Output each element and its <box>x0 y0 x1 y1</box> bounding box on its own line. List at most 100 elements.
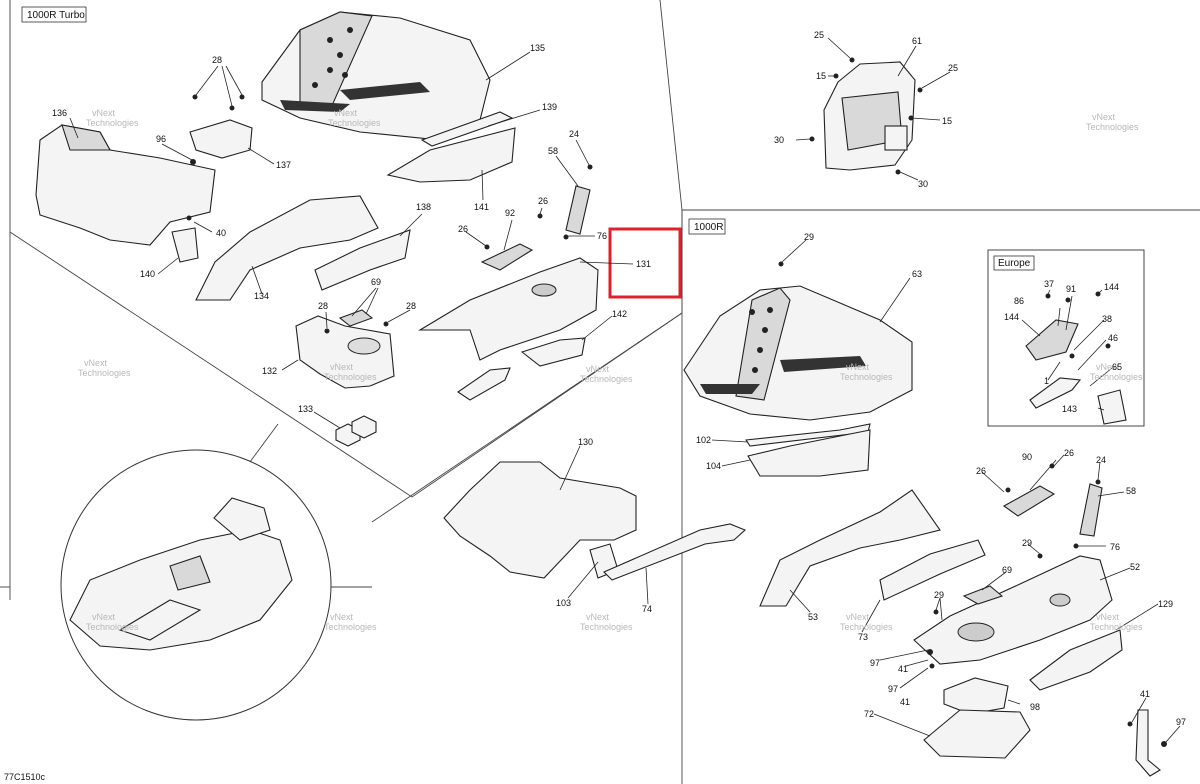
part-132-seat-base[interactable] <box>295 315 395 389</box>
callouts[interactable]: 135 28 139 136 96 137 24 58 141 40 138 2… <box>52 30 1186 727</box>
callout-143: 143 <box>1062 404 1077 414</box>
part-72-tray[interactable] <box>923 709 1031 759</box>
callout-104: 104 <box>706 461 721 471</box>
callout-26c: 26 <box>976 466 986 476</box>
callout-26d: 26 <box>1064 448 1074 458</box>
callout-65: 65 <box>1112 362 1122 372</box>
part-63-floor-tub[interactable] <box>683 285 913 421</box>
part-90-switch[interactable] <box>1002 485 1056 517</box>
callout-46: 46 <box>1108 333 1118 343</box>
svg-text:vNext: vNext <box>586 364 610 374</box>
callout-76a: 76 <box>597 231 607 241</box>
part-139-strip[interactable] <box>420 111 514 147</box>
svg-text:Technologies: Technologies <box>86 118 139 128</box>
callout-103: 103 <box>556 598 571 608</box>
callout-129: 129 <box>1158 599 1173 609</box>
callout-98: 98 <box>1030 702 1040 712</box>
part-73-pad[interactable] <box>879 539 986 601</box>
callout-144b: 144 <box>1004 312 1019 322</box>
part-130-frame[interactable] <box>443 461 637 579</box>
svg-text:Technologies: Technologies <box>840 622 893 632</box>
part-74-rail[interactable] <box>603 523 747 581</box>
callout-28c: 28 <box>406 301 416 311</box>
part-92-switch[interactable] <box>480 243 534 271</box>
svg-text:vNext: vNext <box>1092 112 1116 122</box>
part-134-rail[interactable] <box>195 195 379 301</box>
callout-96: 96 <box>156 134 166 144</box>
part-104-panel[interactable] <box>747 429 871 477</box>
callout-97a: 97 <box>870 658 880 668</box>
callout-131: 131 <box>636 259 651 269</box>
part-pad-small[interactable] <box>457 367 511 401</box>
callout-25a: 25 <box>814 30 824 40</box>
callout-63: 63 <box>912 269 922 279</box>
svg-text:Technologies: Technologies <box>78 368 131 378</box>
callout-29a: 29 <box>804 232 814 242</box>
callout-134: 134 <box>254 291 269 301</box>
part-137-plate[interactable] <box>189 119 253 159</box>
part-69b-cup[interactable] <box>962 585 1004 605</box>
svg-text:vNext: vNext <box>92 108 116 118</box>
part-69-cup[interactable] <box>338 309 374 327</box>
callout-135: 135 <box>530 43 545 53</box>
part-129-panel[interactable] <box>1029 629 1123 691</box>
callout-41a: 41 <box>898 664 908 674</box>
callout-37: 37 <box>1044 279 1054 289</box>
svg-text:vNext: vNext <box>84 358 108 368</box>
part-53-rail[interactable] <box>759 489 941 607</box>
part-141-panel[interactable] <box>386 127 516 183</box>
svg-text:vNext: vNext <box>330 612 354 622</box>
callout-102: 102 <box>696 435 711 445</box>
callout-61: 61 <box>912 36 922 46</box>
part-131-center-console[interactable] <box>418 257 599 361</box>
callout-29c: 29 <box>934 590 944 600</box>
callout-141: 141 <box>474 202 489 212</box>
callout-130: 130 <box>578 437 593 447</box>
callout-28b: 28 <box>318 301 328 311</box>
part-58b-shifter[interactable] <box>1079 483 1103 537</box>
section-tag-turbo-box <box>21 6 87 23</box>
callout-133: 133 <box>298 404 313 414</box>
callout-137: 137 <box>276 160 291 170</box>
part-142-tray[interactable] <box>520 337 586 367</box>
callout-40: 40 <box>216 228 226 238</box>
callout-52: 52 <box>1130 562 1140 572</box>
callout-142: 142 <box>612 309 627 319</box>
part-136-frame[interactable] <box>35 124 216 246</box>
part-86-europe-switch[interactable] <box>1025 319 1079 361</box>
part-58-shifter[interactable] <box>565 185 591 235</box>
callout-138: 138 <box>416 202 431 212</box>
callout-26b: 26 <box>538 196 548 206</box>
part-133-caps[interactable] <box>335 415 377 447</box>
svg-text:Technologies: Technologies <box>324 622 377 632</box>
svg-text:vNext: vNext <box>846 362 870 372</box>
europe-tag-box <box>993 255 1035 271</box>
callout-25b: 25 <box>948 63 958 73</box>
europe-tag: Europe <box>998 258 1031 269</box>
part-138-pad[interactable] <box>314 229 411 291</box>
callout-73: 73 <box>858 632 868 642</box>
svg-text:vNext: vNext <box>1096 362 1120 372</box>
part-102-strip[interactable] <box>745 423 871 447</box>
part-98-plate[interactable] <box>943 677 1009 715</box>
svg-text:vNext: vNext <box>334 108 358 118</box>
svg-text:Technologies: Technologies <box>580 622 633 632</box>
callout-41b: 41 <box>900 697 910 707</box>
callout-97c: 97 <box>1176 717 1186 727</box>
section-tag-turbo: 1000R Turbo <box>27 10 85 21</box>
part-143-europe-cover[interactable] <box>1097 389 1127 425</box>
callout-74: 74 <box>642 604 652 614</box>
section-tag-base-box <box>688 218 726 235</box>
part-38-europe-bracket[interactable] <box>1029 377 1082 409</box>
part-140-bracket[interactable] <box>171 227 199 263</box>
part-61-gauge-housing[interactable] <box>823 61 916 171</box>
svg-text:vNext: vNext <box>586 612 610 622</box>
callout-30a: 30 <box>774 135 784 145</box>
callout-26a: 26 <box>458 224 468 234</box>
part-41-bracket[interactable] <box>1135 709 1161 777</box>
part-135-floor-tub[interactable] <box>261 11 491 141</box>
overview-connector <box>246 423 279 467</box>
callout-139: 139 <box>542 102 557 112</box>
